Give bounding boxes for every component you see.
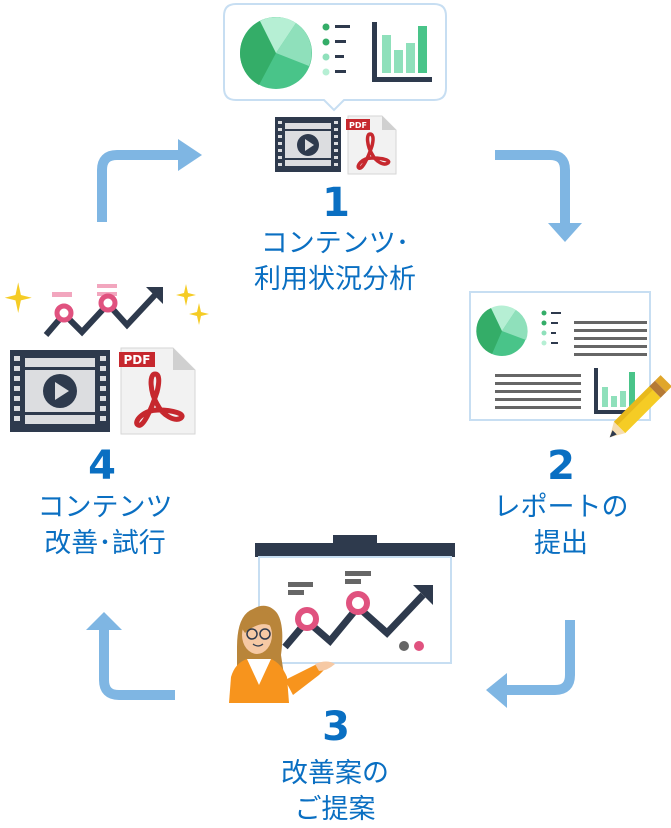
step-2-illustration: [466, 288, 671, 443]
step-2-number: 2: [547, 443, 575, 489]
video-icon: [10, 350, 110, 432]
arrow-2-to-3: [486, 620, 575, 708]
step-3-label: 改善案の ご提案: [281, 758, 389, 825]
legend-icon: [322, 23, 350, 76]
pdf-badge-text: PDF: [124, 353, 151, 367]
arrow-1-to-2: [495, 150, 582, 242]
report-document-icon: [469, 291, 671, 438]
bar-chart-icon: [594, 368, 640, 414]
presentation-board-icon: [229, 535, 455, 703]
sparkle-icon: [4, 282, 209, 325]
pdf-icon: PDF: [346, 115, 397, 175]
arrow-3-to-4: [86, 612, 175, 700]
presenter-avatar-icon: [229, 605, 335, 703]
text-lines-icon: [495, 321, 647, 409]
pencil-icon: [609, 375, 671, 438]
step-1-number: 1: [322, 180, 350, 226]
improved-content-icon: PDF: [4, 282, 209, 435]
step-4-label: コンテンツ 改善･試行: [37, 492, 173, 559]
step-2-label: レポートの 提出: [493, 492, 629, 559]
step-4-number: 4: [88, 443, 116, 489]
step-1-illustration: PDF: [222, 2, 448, 175]
pdf-icon: PDF: [119, 347, 196, 435]
pie-chart-icon: [476, 305, 528, 356]
video-icon: [275, 117, 341, 172]
arrow-4-to-1: [97, 139, 202, 222]
step-3-illustration: [215, 535, 455, 705]
analytics-dashboard-icon: PDF: [223, 3, 447, 175]
pdf-badge-text: PDF: [349, 121, 367, 130]
step-3-number: 3: [322, 704, 350, 750]
step-1-label: コンテンツ･ 利用状況分析: [254, 228, 416, 295]
step-4-illustration: PDF: [0, 270, 215, 435]
bar-chart-icon: [372, 22, 432, 82]
pie-chart-icon: [239, 17, 312, 89]
